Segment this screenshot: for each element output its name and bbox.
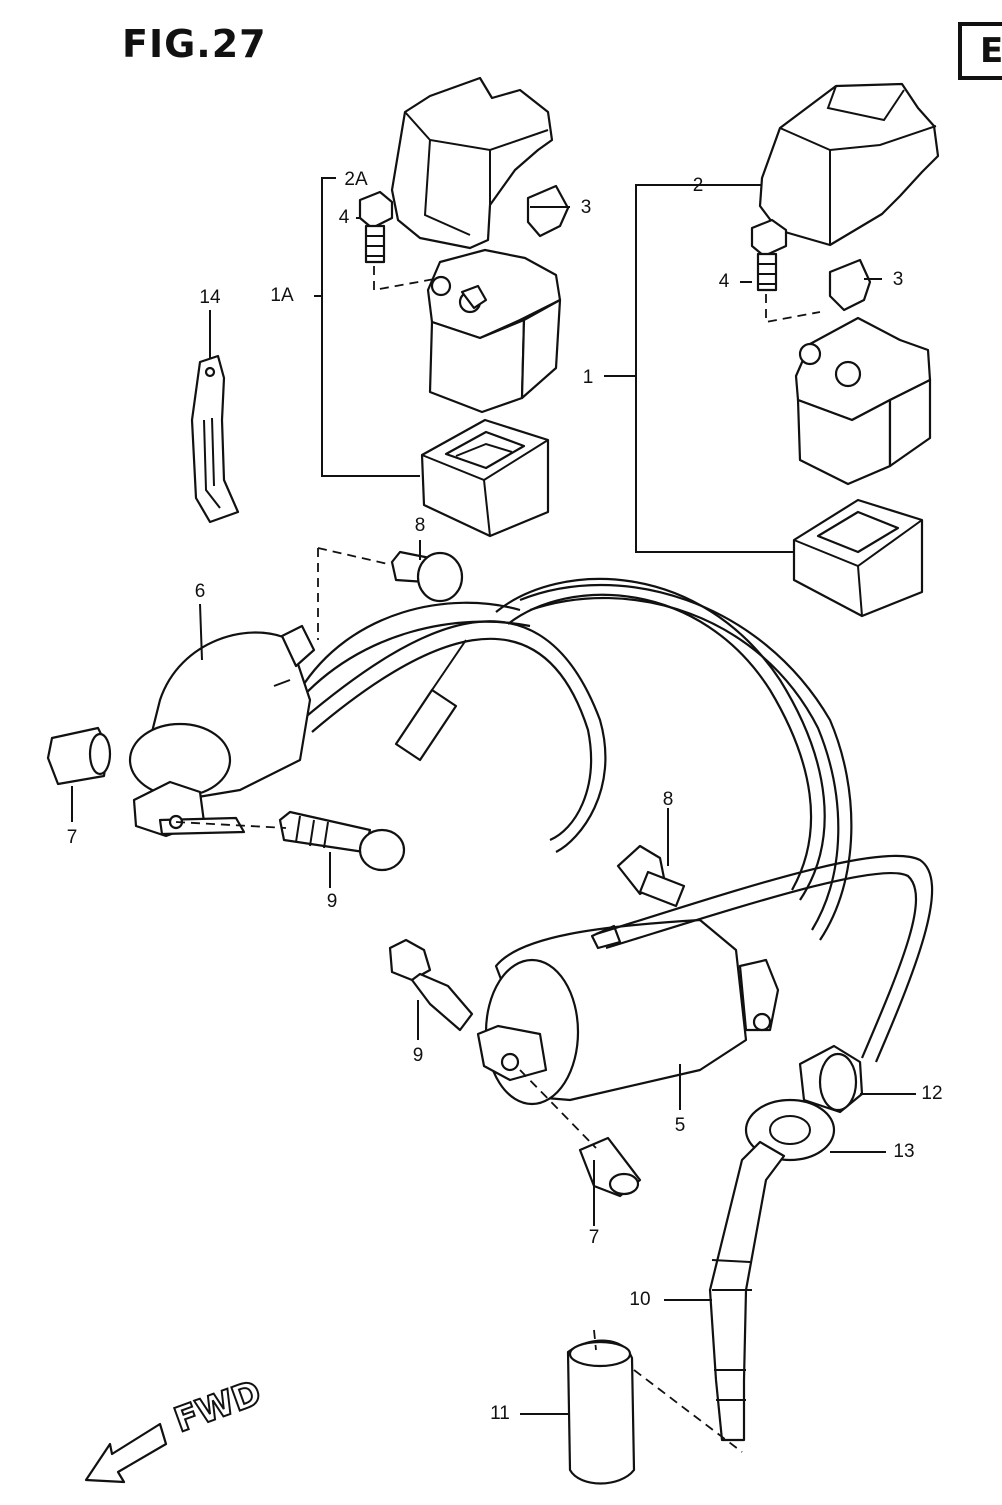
rubber-mount-left bbox=[420, 418, 550, 538]
callout-1: 1 bbox=[582, 367, 594, 388]
relay-cover-2 bbox=[758, 82, 940, 247]
callout-11: 11 bbox=[490, 1403, 510, 1424]
plug-cap-loose bbox=[394, 639, 467, 762]
bolt-4-right bbox=[750, 218, 788, 292]
spacer-7-left bbox=[46, 726, 112, 786]
fuse-3-right bbox=[828, 258, 872, 312]
grommet-12 bbox=[798, 1044, 864, 1114]
relay-cover-2a bbox=[390, 76, 554, 250]
bolt-9-lower bbox=[388, 938, 474, 1032]
ignition-coil-6 bbox=[128, 624, 316, 838]
clamp-14 bbox=[190, 354, 240, 524]
seal-13 bbox=[744, 1098, 836, 1162]
ignition-coil-5 bbox=[476, 918, 780, 1106]
figure-title: FIG.27 bbox=[122, 22, 267, 66]
callout-2: 2 bbox=[692, 175, 704, 196]
callout-13: 13 bbox=[893, 1141, 915, 1162]
callout-8-lower: 8 bbox=[662, 789, 674, 810]
callout-3-left: 3 bbox=[580, 197, 592, 218]
callout-9-lower: 9 bbox=[412, 1045, 424, 1066]
bolt-4-left bbox=[358, 190, 394, 264]
ignition-leads bbox=[295, 577, 853, 941]
plug-cap-10 bbox=[708, 1140, 786, 1442]
callout-9-left: 9 bbox=[326, 891, 338, 912]
callout-7-lower: 7 bbox=[588, 1227, 600, 1248]
callout-leaders bbox=[71, 184, 916, 1415]
relay-body-1a bbox=[426, 248, 562, 414]
fwd-arrow-icon bbox=[84, 1422, 168, 1484]
fuse-3-left bbox=[526, 184, 570, 238]
callout-8-top: 8 bbox=[414, 515, 426, 536]
bolt-8-lower bbox=[616, 844, 686, 908]
relay-body-1 bbox=[794, 316, 932, 486]
bolt-8-top bbox=[390, 550, 464, 603]
lead-to-cap bbox=[595, 854, 934, 1063]
corner-badge: E bbox=[958, 22, 1002, 80]
callout-10: 10 bbox=[629, 1289, 651, 1310]
callout-5: 5 bbox=[674, 1115, 686, 1136]
callout-4-right: 4 bbox=[718, 271, 730, 292]
rubber-mount-right bbox=[792, 498, 924, 618]
callout-6: 6 bbox=[194, 581, 206, 602]
callout-7-left: 7 bbox=[66, 827, 78, 848]
bolt-9-left bbox=[278, 810, 406, 872]
callout-2a: 2A bbox=[344, 169, 368, 190]
callout-3-right: 3 bbox=[892, 269, 904, 290]
callout-4-left: 4 bbox=[338, 207, 350, 228]
callout-1a: 1A bbox=[270, 285, 294, 306]
plug-boot-11 bbox=[566, 1339, 636, 1485]
callout-14: 14 bbox=[199, 287, 221, 308]
spacer-7-lower bbox=[578, 1136, 642, 1198]
callout-12: 12 bbox=[921, 1083, 943, 1104]
